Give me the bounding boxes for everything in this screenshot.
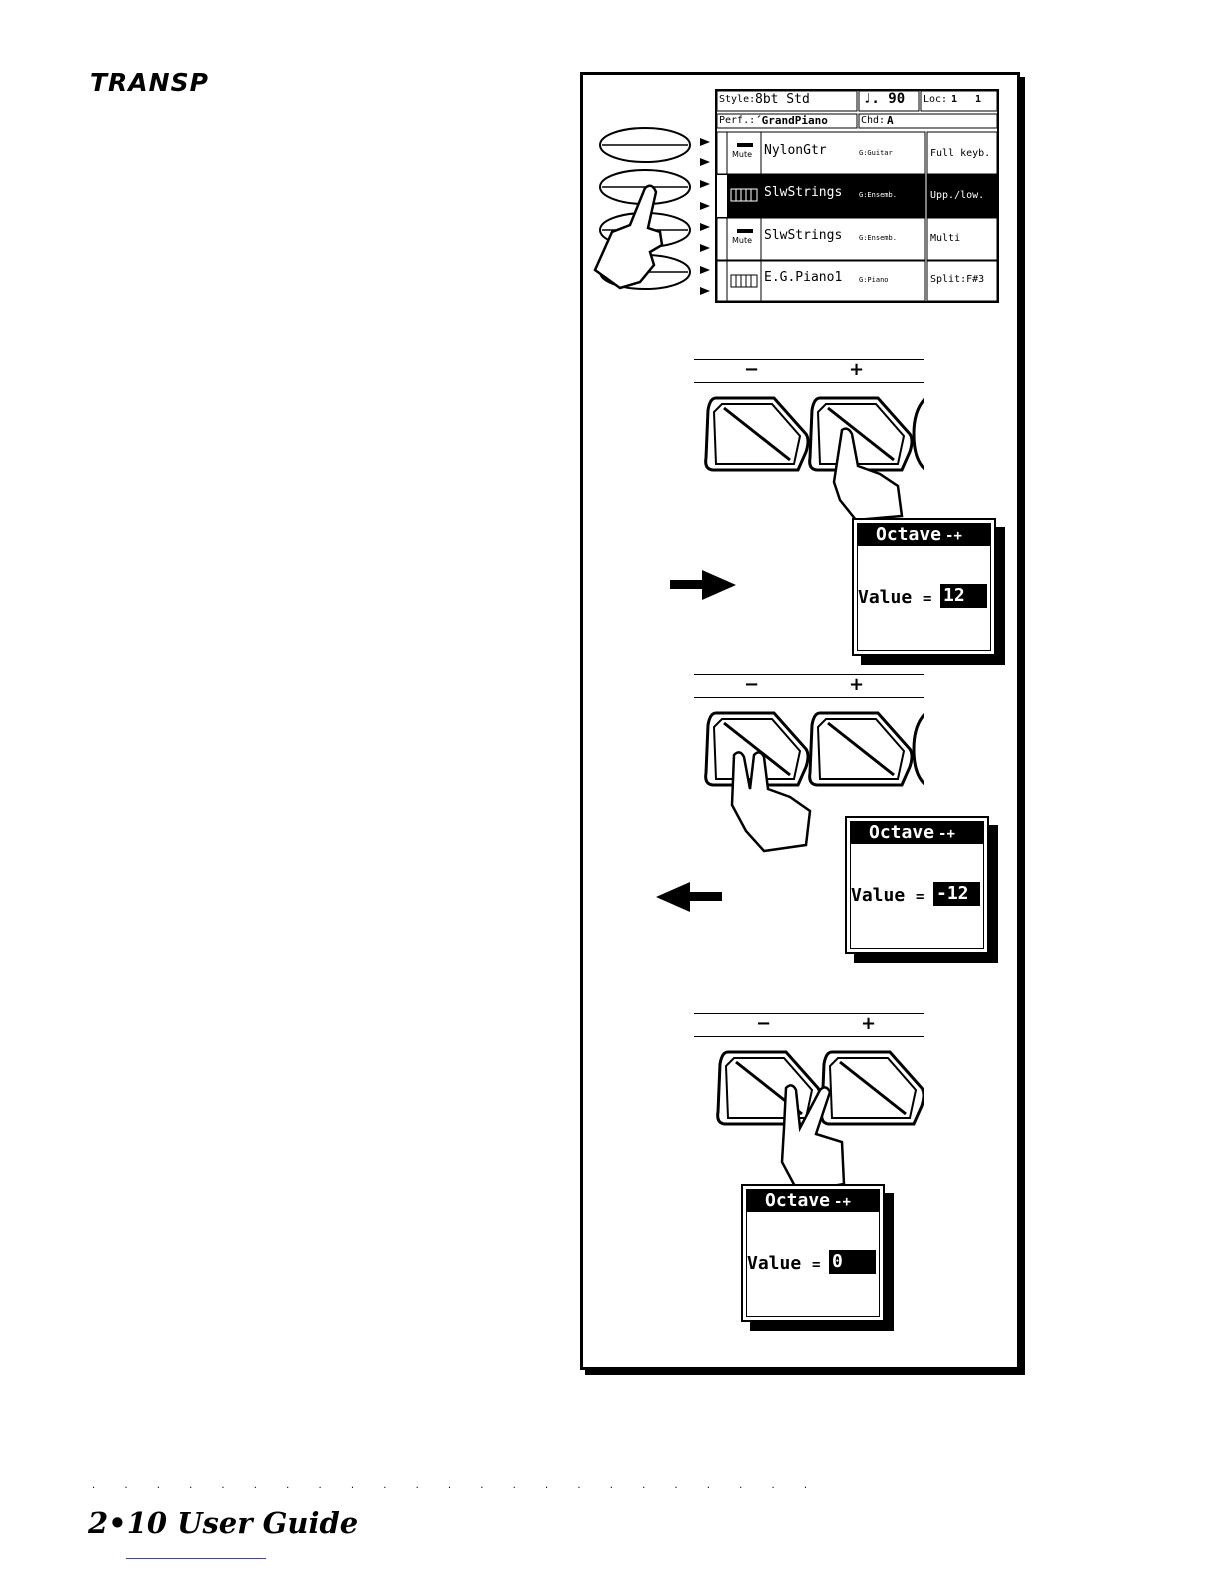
step-2-minus-plus-labels: − +: [694, 674, 924, 698]
perf-label: Perf.:: [719, 115, 756, 126]
loc-beat: 1: [975, 94, 982, 105]
track-1-group: G:Guitar: [859, 149, 893, 157]
lcd-frame: [715, 89, 999, 303]
value-label: Value =: [851, 885, 925, 906]
arrow-right-icon: [670, 570, 736, 600]
plus-label: +: [849, 674, 865, 695]
track-3-mode[interactable]: Multi: [930, 233, 961, 244]
track-4-mode[interactable]: Split:F#3: [930, 274, 985, 285]
value-field: -12: [933, 882, 980, 906]
track-3-group: G:Ensemb.: [859, 234, 897, 242]
popup-title: Octave-+: [858, 524, 990, 546]
step-1-buttons-hand: [704, 396, 924, 520]
section-heading: TRANSP: [90, 68, 209, 97]
chord-label: Chd:: [861, 115, 886, 126]
pointing-hand-icon: [730, 751, 812, 853]
loc-bar: 1: [951, 94, 958, 105]
step-2-buttons-hand: [704, 711, 924, 853]
pointing-hand-icon: [780, 1084, 846, 1194]
popup-title: Octave-+: [851, 822, 983, 844]
step-3-buttons-hand: [716, 1050, 924, 1194]
track-2-group: G:Ensemb.: [859, 191, 897, 199]
tempo-value: ♩. 90: [863, 91, 906, 107]
step-3-minus-plus-labels: − +: [694, 1013, 924, 1037]
style-label: Style:: [719, 94, 756, 105]
track-3-name[interactable]: SlwStrings: [764, 228, 843, 243]
value-label: Value =: [747, 1253, 821, 1274]
pointing-hand-icon: [832, 427, 904, 520]
value-label: Value =: [858, 587, 932, 608]
value-field: 12: [940, 584, 987, 608]
minus-label: −: [744, 674, 760, 695]
track-1-icon-label: Mute: [732, 150, 753, 159]
footer-underline: [126, 1558, 266, 1559]
track-1-name[interactable]: NylonGtr: [764, 143, 827, 158]
track-2-mode[interactable]: Upp./low.: [930, 190, 985, 201]
footer-dotted-rule: . . . . . . . . . . . . . . . . . . . . …: [92, 1480, 821, 1491]
track-4-group: G:Piano: [859, 276, 889, 284]
arrow-left-icon: [656, 882, 722, 912]
popup-title: Octave-+: [747, 1190, 879, 1212]
style-value: 8bt Std: [755, 92, 810, 107]
step-1-octave-popup: Octave-+ Value = 12: [852, 518, 996, 656]
step-2-octave-popup: Octave-+ Value = -12: [845, 816, 989, 954]
minus-label: −: [744, 359, 760, 380]
chord-value: A: [887, 114, 894, 127]
value-field: 0: [829, 1250, 876, 1274]
lcd-display: Style: 8bt Std ♩. 90 Loc: 1 1 Perf.: ´Gr…: [715, 89, 999, 303]
plus-label: +: [849, 359, 865, 380]
footer-page-title: 2•10 User Guide: [88, 1506, 359, 1540]
track-2-name[interactable]: SlwStrings: [764, 185, 843, 200]
track-4-name[interactable]: E.G.Piano1: [764, 270, 843, 285]
step-1-minus-plus-labels: − +: [694, 359, 924, 383]
plus-label: +: [861, 1013, 877, 1034]
track-3-icon-label: Mute: [732, 236, 753, 245]
minus-label: −: [756, 1013, 772, 1034]
step-3-octave-popup: Octave-+ Value = 0: [741, 1184, 885, 1322]
loc-label: Loc:: [923, 94, 948, 105]
hand-pressing-display-buttons-icon: [593, 127, 710, 295]
track-1-mode[interactable]: Full keyb.: [930, 148, 991, 159]
perf-value: ´GrandPiano: [755, 114, 828, 127]
